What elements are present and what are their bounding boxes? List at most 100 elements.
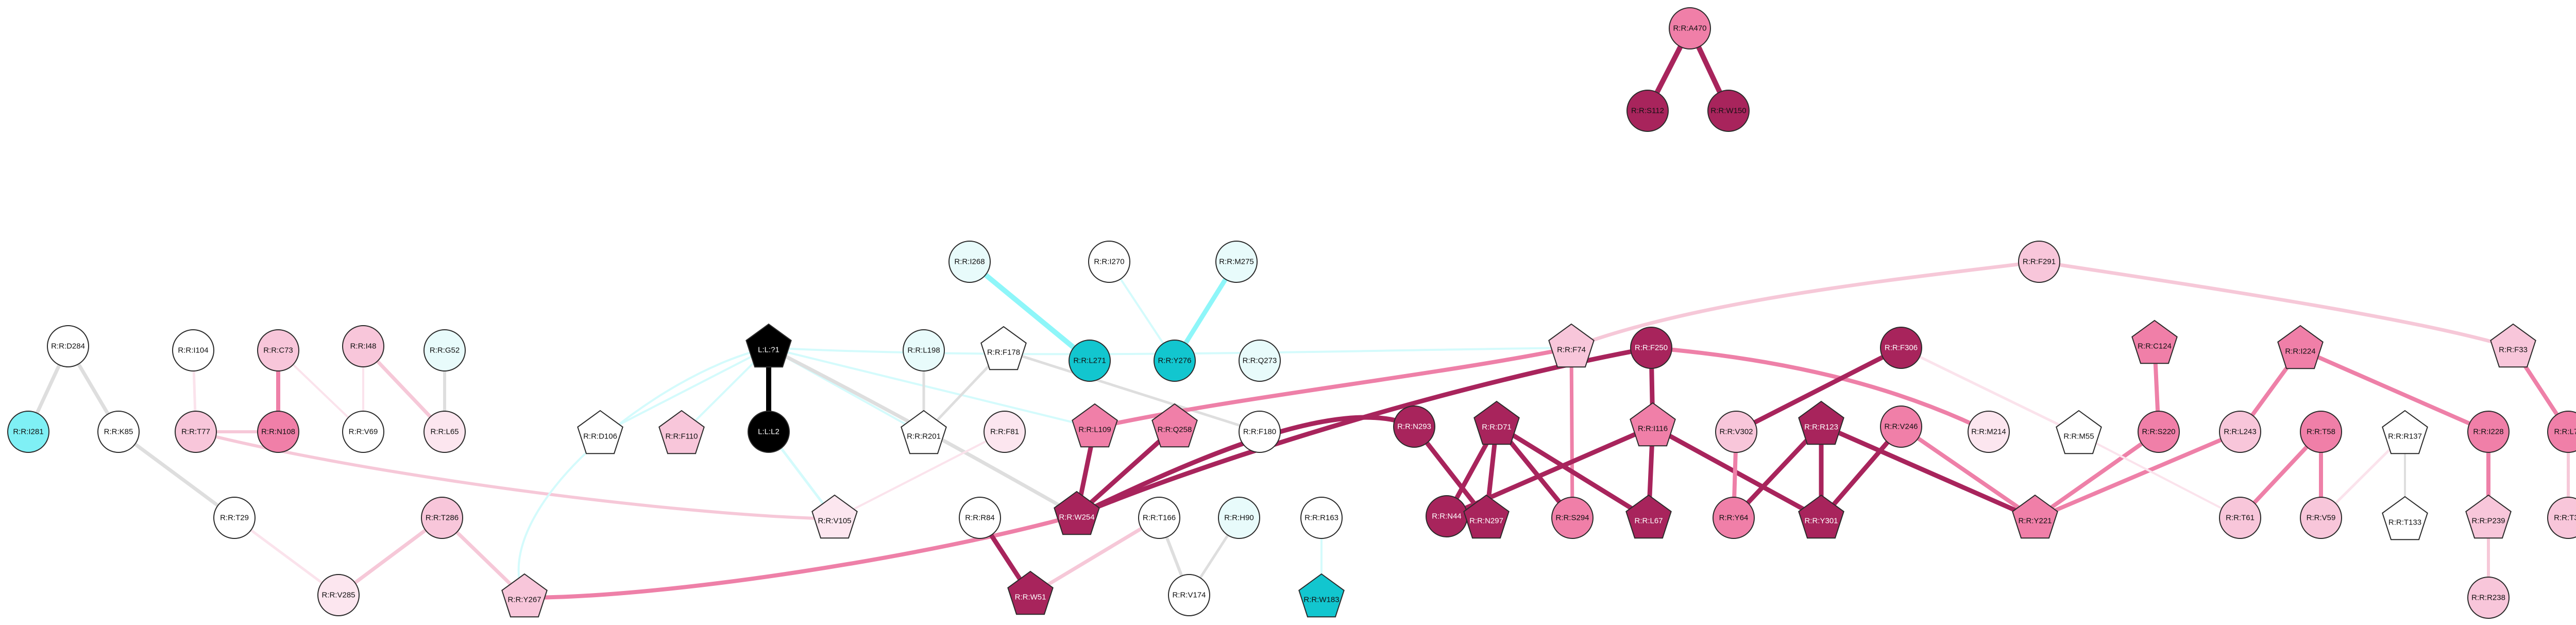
circle-node-shape <box>213 497 256 539</box>
node-t166: R:R:T166 <box>1138 497 1180 539</box>
node-r123: R:R:R123 <box>1798 400 1844 445</box>
node-i116: R:R:I116 <box>1630 402 1676 447</box>
node-q273: R:R:Q273 <box>1239 340 1281 382</box>
pentagon-node-shape <box>1463 494 1510 539</box>
node-l2: L:L:L2 <box>748 411 790 453</box>
edge-m55-t61 <box>2078 433 2241 519</box>
pentagon-node-shape <box>1054 491 1100 535</box>
node-s112: R:R:S112 <box>1626 90 1669 132</box>
circle-node-shape <box>257 329 299 371</box>
circle-node-shape <box>1138 497 1180 539</box>
node-i104: R:R:I104 <box>172 329 214 371</box>
node-f81: R:R:F81 <box>984 411 1026 453</box>
pentagon-node-shape <box>1007 570 1054 615</box>
node-i224: R:R:I224 <box>2277 325 2324 369</box>
node-r163: R:R:R163 <box>1300 497 1343 539</box>
pentagon-node-shape <box>2012 494 2058 539</box>
node-f110: R:R:F110 <box>658 410 705 454</box>
edge-f178-f180 <box>1002 349 1261 433</box>
edge-l71-l109 <box>768 347 1096 429</box>
circle-node-shape <box>47 325 89 367</box>
pentagon-node-shape <box>1298 573 1345 618</box>
edge-v246-y221 <box>1899 425 2037 521</box>
node-r137: R:R:R137 <box>2382 410 2428 454</box>
node-g52: R:R:G52 <box>423 329 466 371</box>
node-i268: R:R:I268 <box>948 241 991 283</box>
pentagon-node-shape <box>1548 323 1595 368</box>
node-w51: R:R:W51 <box>1007 570 1054 615</box>
node-p239: R:R:P239 <box>2465 494 2512 539</box>
node-k85: R:R:K85 <box>97 411 140 453</box>
edge-t286-v285 <box>336 516 444 597</box>
circle-node-shape <box>7 411 49 453</box>
circle-node-shape <box>1968 411 2010 453</box>
edge-w254-y267 <box>522 513 1079 600</box>
pentagon-node-shape <box>1473 400 1520 445</box>
node-v246: R:R:V246 <box>1880 406 1922 448</box>
pentagon-node-shape <box>2131 319 2178 364</box>
node-y221: R:R:Y221 <box>2012 494 2058 539</box>
node-f33: R:R:F33 <box>2490 323 2536 368</box>
node-v59: R:R:V59 <box>2300 497 2342 539</box>
circle-node-shape <box>2547 411 2576 453</box>
pentagon-node-shape <box>1798 400 1844 445</box>
node-f180: R:R:F180 <box>1239 411 1281 453</box>
circle-node-shape <box>172 329 214 371</box>
circle-node-shape <box>748 411 790 453</box>
node-l198: R:R:L198 <box>903 329 945 371</box>
pentagon-node-shape <box>2382 496 2428 540</box>
node-f306: R:R:F306 <box>1880 327 1922 369</box>
circle-node-shape <box>1239 411 1281 453</box>
circle-node-shape <box>1239 340 1281 382</box>
circle-node-shape <box>2219 411 2261 453</box>
node-s220: R:R:S220 <box>2138 411 2180 453</box>
node-i281: R:R:I281 <box>7 411 49 453</box>
node-r238: R:R:R238 <box>2467 577 2510 619</box>
edge-f306-m55 <box>1900 346 2080 436</box>
edge-f74-s294 <box>1569 346 1574 520</box>
node-d71: R:R:D71 <box>1473 400 1520 445</box>
circle-node-shape <box>1088 241 1130 283</box>
node-l79: R:R:L79 <box>2547 411 2576 453</box>
node-i270: R:R:I270 <box>1088 241 1130 283</box>
node-m55: R:R:M55 <box>2056 410 2102 454</box>
edge-s220-y221 <box>2033 430 2161 521</box>
circle-node-shape <box>959 497 1001 539</box>
node-n293: R:R:N293 <box>1393 406 1435 448</box>
node-f178: R:R:F178 <box>980 326 1027 370</box>
edge-f250-m214 <box>1649 346 1991 434</box>
node-f74: R:R:F74 <box>1548 323 1595 368</box>
node-y64: R:R:Y64 <box>1713 497 1755 539</box>
pentagon-node-shape <box>1072 403 1118 448</box>
circle-node-shape <box>1218 497 1260 539</box>
edge-f291-f74 <box>1569 260 2041 350</box>
node-l67: R:R:L67 <box>1625 494 1672 539</box>
edge-t166-w51 <box>1028 516 1161 597</box>
pentagon-node-shape <box>980 326 1027 370</box>
edge-l243-y221 <box>2033 430 2242 521</box>
circle-node-shape <box>1626 90 1669 132</box>
circle-node-shape <box>1707 90 1750 132</box>
circle-node-shape <box>2138 411 2180 453</box>
pentagon-node-shape <box>2490 323 2536 368</box>
node-r84: R:R:R84 <box>959 497 1001 539</box>
node-c73: R:R:C73 <box>257 329 299 371</box>
edge-layer <box>26 26 2570 600</box>
node-v69: R:R:V69 <box>342 411 384 453</box>
pentagon-node-shape <box>1625 494 1672 539</box>
node-l65: R:R:L65 <box>423 411 466 453</box>
circle-node-shape <box>342 411 384 453</box>
pentagon-node-shape <box>811 494 858 539</box>
pentagon-node-shape <box>501 573 548 618</box>
node-s294: R:R:S294 <box>1551 497 1594 539</box>
pentagon-node-shape <box>901 410 947 454</box>
node-f291: R:R:F291 <box>2018 241 2060 283</box>
circle-node-shape <box>423 329 466 371</box>
circle-node-shape <box>1393 406 1435 448</box>
node-f250: R:R:F250 <box>1630 327 1672 369</box>
circle-node-shape <box>2547 497 2576 539</box>
circle-node-shape <box>342 325 384 367</box>
circle-node-shape <box>423 411 466 453</box>
